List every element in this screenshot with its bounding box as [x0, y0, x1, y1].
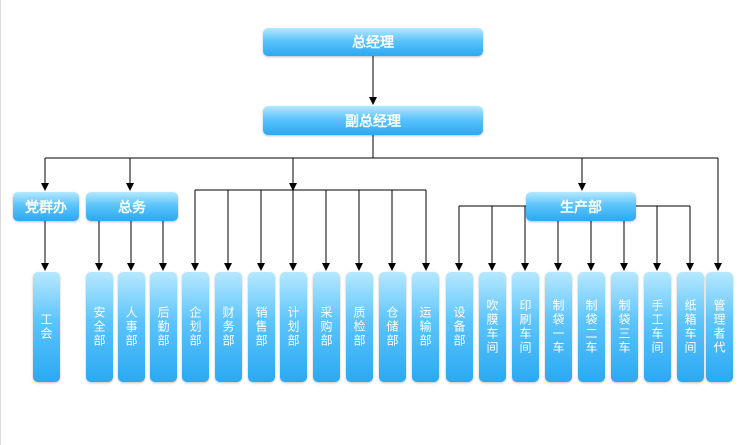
node-finance: 财务部 [215, 272, 242, 382]
node-printing: 印刷车间 [512, 272, 539, 382]
node-sales: 销售部 [248, 272, 275, 382]
node-hr: 人事部 [118, 272, 145, 382]
node-party-office: 党群办 [13, 192, 79, 221]
node-general-affairs: 总务 [86, 192, 178, 221]
node-purchasing: 采购部 [313, 272, 340, 382]
node-mgmt-rep: 管理者代 [706, 272, 733, 382]
page-border [0, 0, 1, 445]
node-film-blowing: 吹膜车间 [479, 272, 506, 382]
node-warehouse: 仓储部 [379, 272, 406, 382]
node-logistics: 后勤部 [150, 272, 177, 382]
node-manual: 手工车间 [644, 272, 671, 382]
node-dgm: 副总经理 [263, 106, 483, 135]
node-planning: 计划部 [280, 272, 307, 382]
node-bag1: 制袋一车 [545, 272, 572, 382]
node-quality: 质检部 [346, 272, 373, 382]
node-gm: 总经理 [263, 28, 483, 56]
node-carton: 纸箱车间 [677, 272, 704, 382]
node-bag3: 制袋三车 [611, 272, 638, 382]
node-transport: 运输部 [412, 272, 439, 382]
node-planning-div: 企划部 [182, 272, 209, 382]
node-bag2: 制袋二车 [578, 272, 605, 382]
node-safety: 安全部 [86, 272, 113, 382]
node-equipment: 设备部 [446, 272, 473, 382]
node-production: 生产部 [526, 192, 636, 221]
node-union: 工会 [33, 272, 60, 382]
